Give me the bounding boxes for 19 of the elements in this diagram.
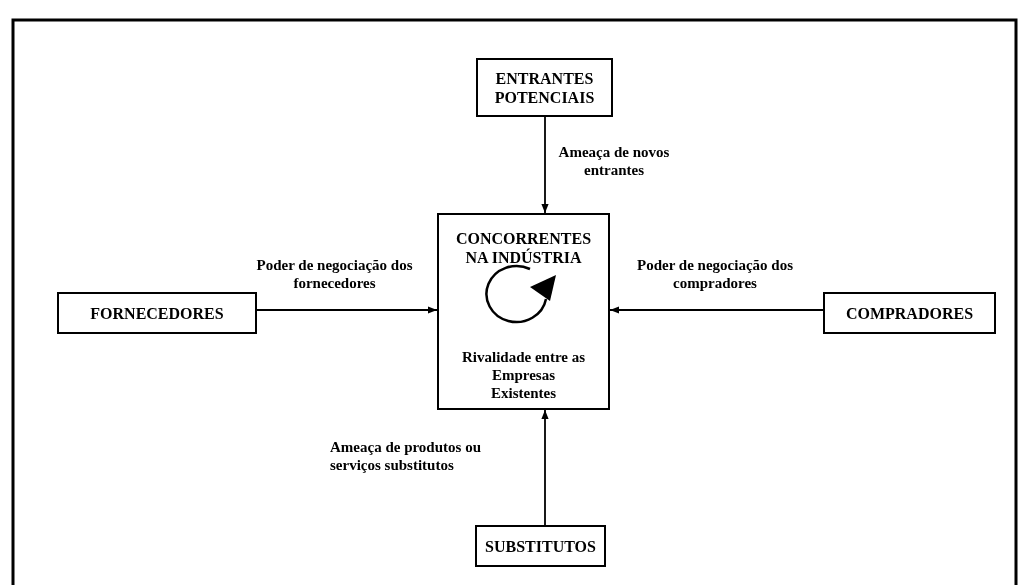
arrow	[541, 409, 549, 526]
box	[475, 525, 606, 567]
edge-label: Ameaça de novos entrantes	[557, 143, 671, 179]
edge-label: Poder de negociação dos compradores	[636, 256, 794, 292]
arrow	[609, 306, 824, 314]
node-title: SUBSTITUTOS	[485, 536, 596, 556]
arrow	[256, 306, 438, 314]
box	[437, 213, 610, 410]
box	[476, 58, 613, 117]
edge-label: Ameaça de produtos ou serviços substitutos	[330, 438, 482, 474]
node-title: ENTRANTES POTENCIAIS	[493, 68, 596, 107]
edge-label: Poder de negociação dos fornecedores	[255, 256, 414, 292]
node-caption: Rivalidade entre as Empresas Existentes	[460, 348, 587, 402]
box	[57, 292, 257, 334]
node-title: COMPRADORES	[845, 303, 974, 323]
arrow	[541, 116, 549, 214]
node-title: FORNECEDORES	[90, 303, 224, 323]
box	[823, 292, 996, 334]
node-title: CONCORRENTES NA INDÚSTRIA	[454, 229, 593, 267]
